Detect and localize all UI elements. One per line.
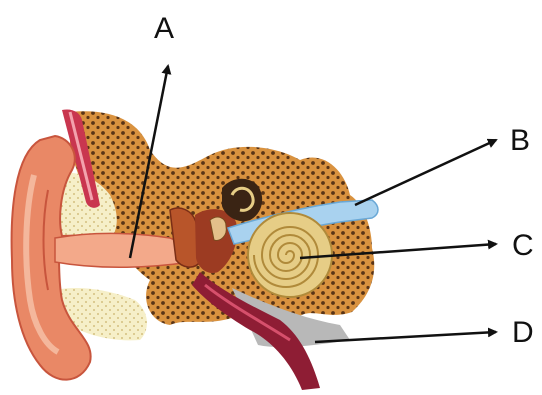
label-a: A <box>154 12 174 45</box>
semicircular-canals <box>222 179 262 222</box>
arrow-b <box>355 140 496 205</box>
label-b: B <box>510 124 530 157</box>
label-c: C <box>512 229 534 262</box>
cochlea <box>248 213 332 297</box>
ear-canal <box>55 234 190 268</box>
label-d: D <box>512 316 534 349</box>
